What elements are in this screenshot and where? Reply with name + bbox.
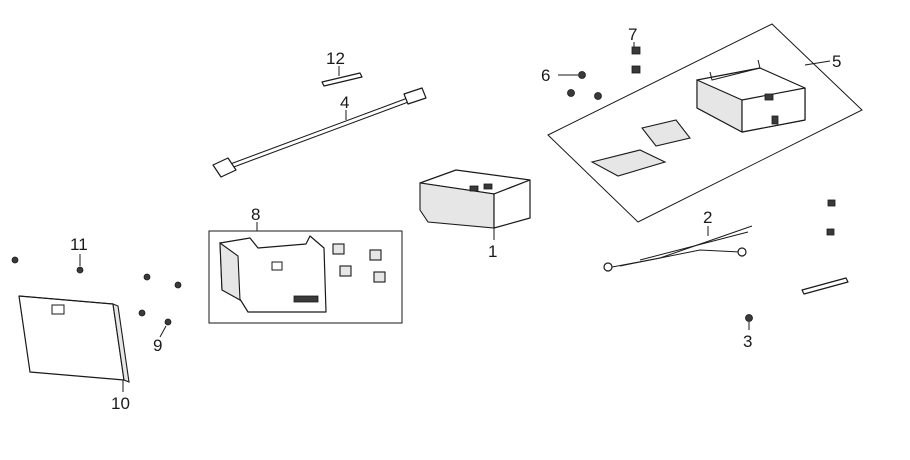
callout-8: 8 — [251, 205, 260, 224]
rubber-pad-small — [641, 119, 691, 147]
cover-edge — [112, 303, 130, 383]
callout-6: 6 — [541, 66, 550, 85]
clip-nut — [631, 65, 641, 74]
callout-10: 10 — [111, 394, 130, 413]
part-1-battery — [419, 169, 531, 240]
battery-box-front — [741, 87, 806, 133]
strap-small — [801, 277, 849, 295]
callout-7: 7 — [628, 25, 637, 44]
callout-11: 11 — [70, 235, 88, 254]
part-2-harness — [603, 225, 753, 272]
part-3-screw — [745, 314, 753, 330]
screw-head — [567, 89, 575, 97]
part-11-screws — [11, 254, 84, 274]
pad — [369, 249, 382, 261]
clip-nut — [631, 46, 641, 55]
harness-terminal — [737, 247, 747, 257]
callout-1: 1 — [488, 242, 497, 261]
pad — [373, 271, 386, 283]
callout-2: 2 — [703, 208, 712, 227]
battery-terminal — [483, 183, 493, 190]
part-6-screws — [558, 71, 602, 100]
part-4-cable — [212, 87, 427, 178]
holder-label — [293, 295, 319, 303]
pad — [339, 265, 352, 277]
screw-head — [594, 92, 602, 100]
callout-12: 12 — [326, 49, 345, 68]
battery-box-tab — [771, 115, 779, 125]
cover-latch — [51, 304, 65, 315]
pad — [332, 243, 345, 255]
right-side-clips — [801, 199, 849, 295]
battery-right-side — [493, 179, 531, 229]
callout-4: 4 — [340, 93, 349, 112]
battery-box-clip — [764, 93, 774, 101]
harness-terminal — [603, 262, 613, 272]
holder-slot — [271, 261, 283, 271]
part-9-screws — [138, 273, 182, 338]
part-5-frame — [547, 23, 863, 223]
holder-bracket-side — [219, 241, 241, 301]
screw-head — [578, 71, 586, 79]
callout-9: 9 — [153, 336, 162, 355]
callout-labels: 1 2 3 4 5 6 7 8 9 10 11 12 — [70, 25, 841, 413]
part-8-holder-group — [208, 222, 403, 324]
callout-3: 3 — [743, 332, 752, 351]
battery-left-side — [419, 182, 495, 229]
cable-connector-left — [212, 157, 237, 178]
cable-connector-right — [403, 87, 427, 105]
part-12-strap — [321, 66, 363, 87]
part-8-frame — [208, 230, 403, 324]
part-10-cover — [18, 295, 130, 392]
cover-panel — [18, 295, 125, 381]
battery-terminal — [469, 185, 479, 192]
callout-5: 5 — [832, 52, 841, 71]
part-7-clip-nuts — [631, 42, 641, 74]
part-5-battery-box-group — [547, 23, 863, 223]
rubber-pad-large — [590, 149, 667, 177]
